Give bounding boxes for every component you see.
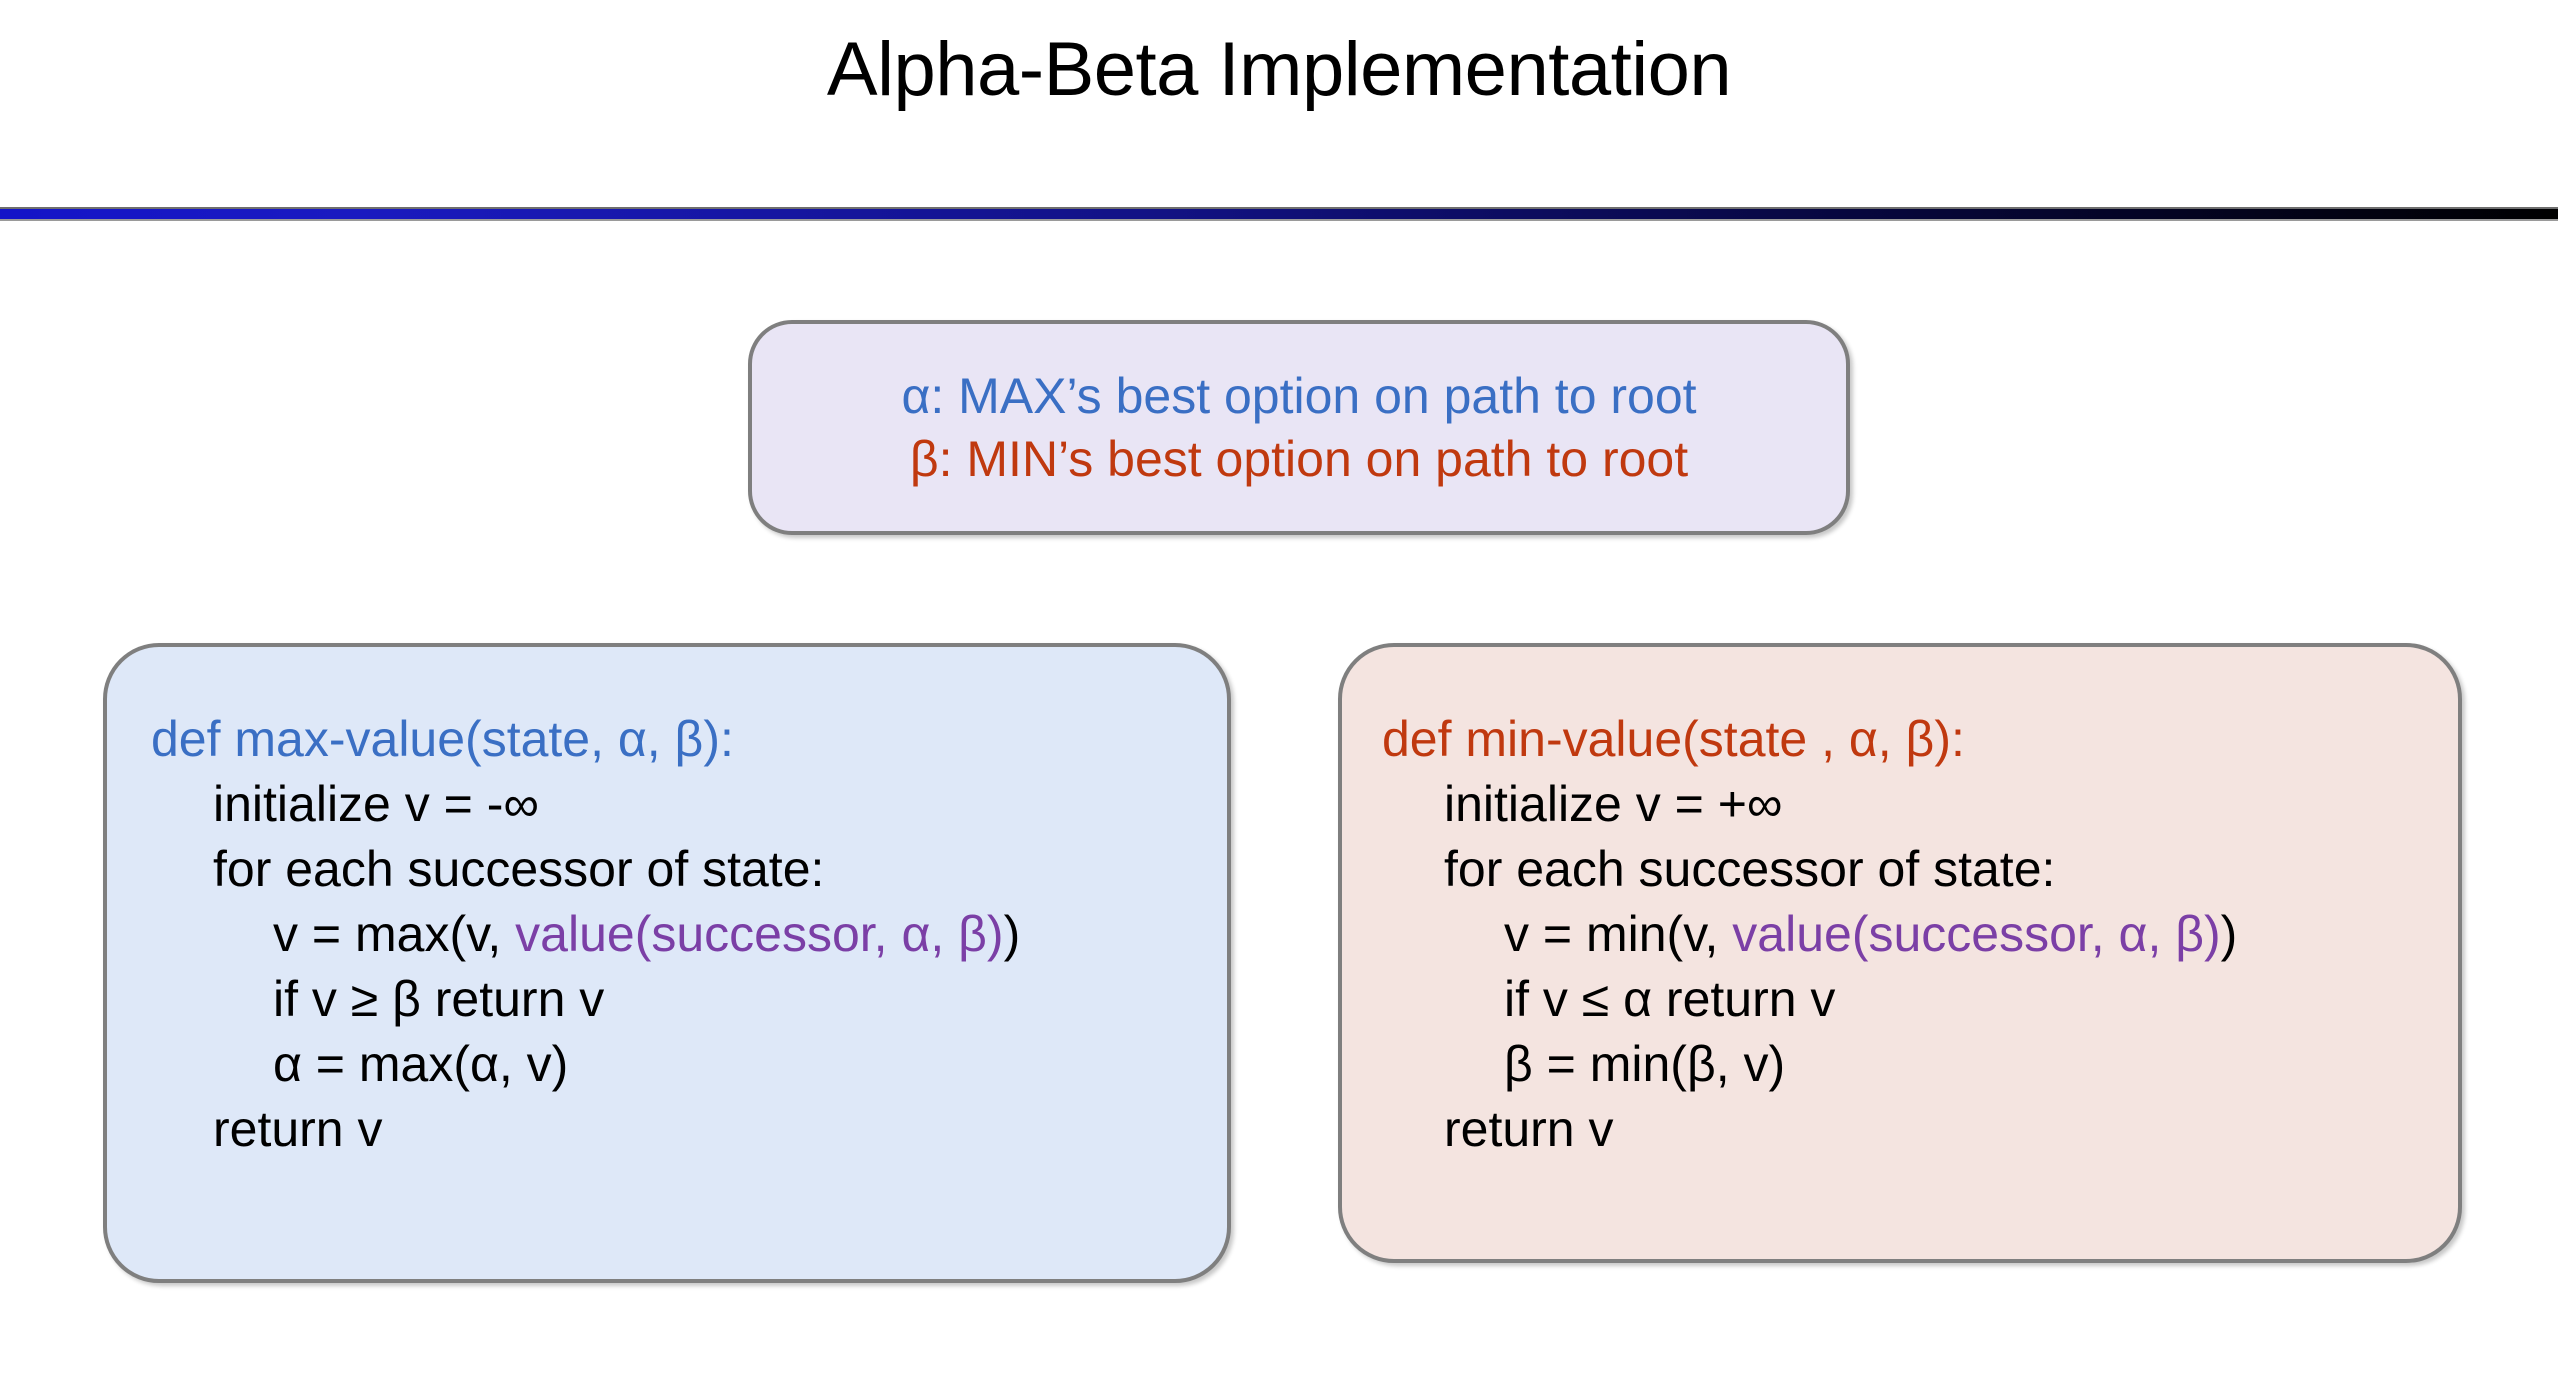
max-value-assign-prefix: v = max(v, — [273, 906, 516, 962]
min-value-assign-line: v = min(v, value(successor, α, β)) — [1382, 902, 2458, 967]
max-value-assign-suffix: ) — [1003, 906, 1021, 962]
max-value-alpha-update-line: α = max(α, v) — [273, 1036, 569, 1092]
min-value-recursive-call: value(successor, α, β) — [1732, 906, 2221, 962]
min-value-signature: def min-value(state , α, β): — [1382, 711, 1965, 767]
min-value-return-line: return v — [1444, 1101, 1614, 1157]
min-value-for-line: for each successor of state: — [1444, 841, 2056, 897]
min-value-assign-prefix: v = min(v, — [1504, 906, 1733, 962]
max-value-recursive-call: value(successor, α, β) — [515, 906, 1004, 962]
min-value-assign-suffix: ) — [2220, 906, 2238, 962]
page-title: Alpha-Beta Implementation — [826, 27, 1732, 112]
max-value-pseudocode-box: def max-value(state, α, β): initialize v… — [103, 643, 1231, 1283]
alpha-beta-legend-box: α: MAX’s best option on path to root β: … — [748, 320, 1850, 535]
min-value-initialize-line: initialize v = +∞ — [1444, 776, 1783, 832]
max-value-signature: def max-value(state, α, β): — [151, 711, 734, 767]
min-value-pseudocode-box: def min-value(state , α, β): initialize … — [1338, 643, 2462, 1263]
min-value-code-body: def min-value(state , α, β): initialize … — [1342, 647, 2458, 1259]
legend-beta-line: β: MIN’s best option on path to root — [909, 430, 1689, 487]
min-value-prune-line: if v ≤ α return v — [1504, 971, 1836, 1027]
max-value-initialize-line: initialize v = -∞ — [213, 776, 540, 832]
max-value-assign-line: v = max(v, value(successor, α, β)) — [151, 902, 1227, 967]
title-divider-rule — [0, 207, 2558, 221]
max-value-return-line: return v — [213, 1101, 383, 1157]
max-value-code-body: def max-value(state, α, β): initialize v… — [107, 647, 1227, 1279]
max-value-for-line: for each successor of state: — [213, 841, 825, 897]
max-value-prune-line: if v ≥ β return v — [273, 971, 605, 1027]
min-value-beta-update-line: β = min(β, v) — [1504, 1036, 1786, 1092]
legend-alpha-line: α: MAX’s best option on path to root — [901, 367, 1697, 424]
